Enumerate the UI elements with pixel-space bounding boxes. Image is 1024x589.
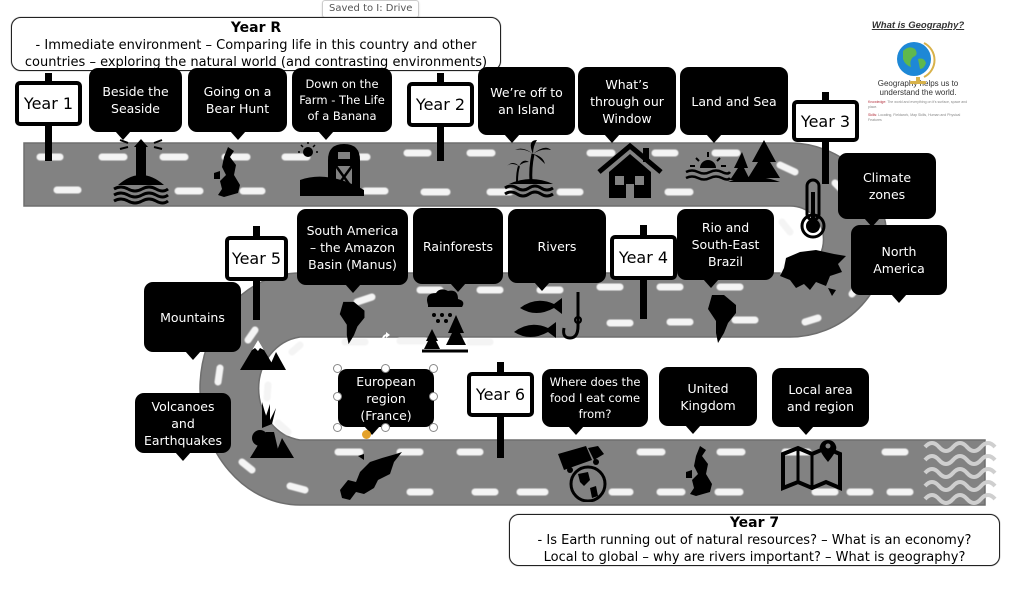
rain-forest-icon — [422, 289, 468, 353]
topic-climate-zones[interactable]: Climate zones — [838, 153, 936, 227]
truck-globe-icon — [558, 446, 607, 502]
topic-rivers[interactable]: Rivers — [508, 209, 606, 291]
year-5-label: Year 5 — [225, 236, 288, 281]
year-1-label: Year 1 — [15, 81, 82, 126]
topic-down-on-the-farm[interactable]: Down on the Farm - The Life of a Banana — [292, 68, 392, 140]
map-pin-icon — [781, 440, 842, 492]
palm-island-icon — [504, 140, 554, 198]
geography-skills: Skills: Locating, Fieldwork, Map Skills,… — [868, 113, 961, 122]
asia-map-icon — [780, 250, 846, 296]
volcano-icon — [250, 402, 294, 458]
europe-map-icon — [340, 452, 402, 500]
globe-icon — [897, 42, 936, 84]
finish-line — [923, 441, 997, 505]
year-4-label: Year 4 — [610, 235, 677, 280]
topic-beside-the-seaside[interactable]: Beside the Seaside — [89, 68, 182, 140]
topic-north-america[interactable]: North America — [851, 225, 947, 303]
south-america-icon-2 — [339, 301, 365, 345]
topic-european-region[interactable]: European region (France) — [338, 369, 434, 435]
rotate-handle-icon[interactable] — [380, 332, 394, 346]
topic-land-and-sea[interactable]: Land and Sea — [680, 67, 788, 143]
saved-tooltip: Saved to I: Drive — [322, 0, 420, 18]
sunset-trees-icon — [685, 140, 780, 182]
year-7-description: - Is Earth running out of natural resour… — [537, 533, 972, 565]
geography-knowledge: Knowledge: The world and everything on i… — [868, 100, 968, 109]
year-7-box[interactable]: Year 7 - Is Earth running out of natural… — [509, 514, 1000, 566]
year-6-label: Year 6 — [467, 372, 534, 417]
topic-island[interactable]: We’re off to an Island — [478, 67, 575, 143]
year-r-title: Year R — [230, 20, 282, 36]
south-america-icon — [708, 295, 736, 343]
topic-rio-brazil[interactable]: Rio and South-East Brazil — [677, 209, 774, 288]
topic-united-kingdom[interactable]: United Kingdom — [659, 367, 757, 434]
topic-local-area[interactable]: Local area and region — [772, 368, 869, 435]
topic-mountains[interactable]: Mountains — [144, 282, 241, 360]
thermometer-icon — [800, 178, 826, 239]
geography-panel: What is Geography? Geography helps us to… — [868, 20, 968, 123]
uk-map-icon — [214, 147, 240, 197]
topic-going-on-a-bear-hunt[interactable]: Going on a Bear Hunt — [188, 68, 287, 140]
house-icon — [597, 142, 663, 198]
lighthouse-icon — [113, 139, 169, 205]
topic-food-origin[interactable]: Where does the food I eat come from? — [542, 369, 648, 435]
year-3-label: Year 3 — [792, 100, 859, 142]
adjust-handle — [362, 430, 371, 439]
year-r-description: - Immediate environment – Comparing life… — [24, 38, 488, 70]
year-r-box[interactable]: Year R - Immediate environment – Compari… — [11, 17, 501, 71]
topic-volcanoes-earthquakes[interactable]: Volcanoes and Earthquakes — [135, 393, 231, 461]
geography-title: What is Geography? — [871, 20, 965, 31]
uk-map-icon-2 — [686, 446, 712, 496]
topic-through-our-window[interactable]: What’s through our Window — [578, 67, 676, 143]
topic-rainforests[interactable]: Rainforests — [413, 208, 503, 292]
year-7-title: Year 7 — [729, 515, 780, 531]
mountain-icon — [240, 340, 286, 370]
topic-amazon-basin[interactable]: South America – the Amazon Basin (Manus) — [297, 209, 408, 293]
fish-hook-icon — [514, 292, 582, 340]
barn-icon — [298, 142, 364, 196]
year-2-label: Year 2 — [407, 82, 474, 127]
